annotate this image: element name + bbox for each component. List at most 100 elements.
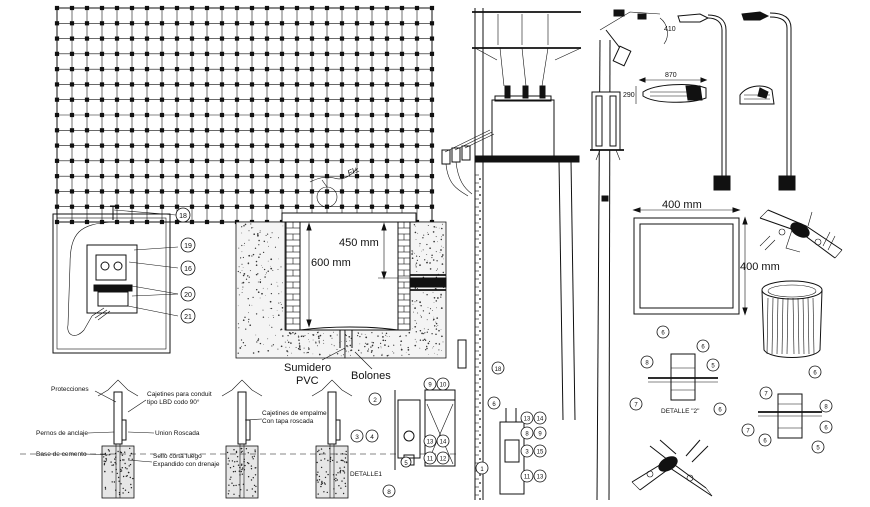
callout-18: 18 xyxy=(175,207,191,223)
label-sello-1: Sello corta fuego xyxy=(153,453,202,460)
label-union: Union Roscada xyxy=(155,430,200,437)
box-plan-400 xyxy=(632,207,748,316)
callout-b8: 8 xyxy=(382,484,396,498)
detalle2-callouts: 6 8 6 5 7 6 7 6 8 7 6 6 5 xyxy=(629,325,833,454)
dim-870: 870 xyxy=(665,72,677,79)
callout-b5-left: 5 xyxy=(400,456,412,468)
callout-b2: 2 xyxy=(368,392,382,406)
svg-text:18: 18 xyxy=(495,367,502,373)
callout-b3: 3 xyxy=(350,429,364,443)
callout-21: 21 xyxy=(180,308,196,324)
callout-b4: 4 xyxy=(365,429,379,443)
dim-400-height: 400 mm xyxy=(740,261,780,273)
detalle2-stack-right xyxy=(758,393,822,439)
svg-text:10: 10 xyxy=(440,383,447,389)
svg-text:3: 3 xyxy=(355,434,359,441)
label-base: Base de cemento xyxy=(36,451,87,458)
label-cajetines-conduit-1: Cajetines para conduit xyxy=(147,391,212,398)
label-empalme-2: Con tapa roscada xyxy=(262,418,314,425)
label-detalle2: DETALLE "2" xyxy=(661,408,700,415)
conduit-post-details xyxy=(20,379,460,499)
svg-text:6: 6 xyxy=(718,408,722,414)
svg-text:8: 8 xyxy=(525,432,529,438)
svg-text:13: 13 xyxy=(537,475,544,481)
dim-400-width: 400 mm xyxy=(662,199,702,211)
svg-text:21: 21 xyxy=(184,314,192,321)
svg-text:18: 18 xyxy=(179,213,187,220)
callout-b6-pole: 6 xyxy=(487,396,501,410)
cylinder-enclosure xyxy=(761,280,823,358)
svg-text:11: 11 xyxy=(427,457,434,463)
svg-text:12: 12 xyxy=(440,457,447,463)
svg-text:8: 8 xyxy=(824,405,828,411)
svg-text:6: 6 xyxy=(824,426,828,432)
svg-text:16: 16 xyxy=(184,266,192,273)
solar-panel-grid xyxy=(54,5,435,225)
svg-text:3: 3 xyxy=(525,450,529,456)
svg-text:14: 14 xyxy=(537,417,544,423)
label-bolones: Bolones xyxy=(351,370,391,382)
dim-600: 600 mm xyxy=(311,257,351,269)
label-protecciones: Protecciones xyxy=(51,386,89,393)
sump-section xyxy=(235,212,447,359)
callout-b1: 1 xyxy=(475,461,489,475)
svg-text:5: 5 xyxy=(816,446,820,452)
cable-connector-top xyxy=(759,209,843,259)
svg-text:19: 19 xyxy=(184,243,192,250)
transformer-pole xyxy=(441,8,582,500)
label-empalme-1: Cajetines de empalme xyxy=(262,410,327,417)
dim-450: 450 mm xyxy=(339,237,379,249)
svg-text:13: 13 xyxy=(524,417,531,423)
svg-text:7: 7 xyxy=(764,392,768,398)
label-detalle1: DETALLE1 xyxy=(350,471,382,478)
svg-text:6: 6 xyxy=(701,345,705,351)
svg-text:8: 8 xyxy=(387,489,391,496)
svg-text:8: 8 xyxy=(645,361,649,367)
svg-text:7: 7 xyxy=(634,403,638,409)
luminaire-side-view xyxy=(635,77,708,104)
dim-290: 290 xyxy=(623,92,635,99)
label-pernos: Pernos de anclaje xyxy=(36,430,88,437)
brick-wall-right xyxy=(397,221,411,331)
label-sumidero: Sumidero xyxy=(284,362,331,374)
svg-text:6: 6 xyxy=(763,439,767,445)
label-pvc: PVC xyxy=(296,375,319,387)
street-light-2 xyxy=(741,11,796,191)
svg-text:6: 6 xyxy=(492,402,496,408)
callout-column-a: 9 10 13 14 11 12 xyxy=(423,377,450,465)
callout-b18-pole: 18 xyxy=(491,361,505,375)
junction-box-detail xyxy=(52,205,179,354)
panel-cable xyxy=(309,169,357,208)
svg-text:9: 9 xyxy=(538,432,542,438)
svg-text:1: 1 xyxy=(480,467,484,473)
svg-text:9: 9 xyxy=(428,383,432,389)
pole-meter-box xyxy=(499,408,525,495)
svg-text:14: 14 xyxy=(440,440,447,446)
callout-20: 20 xyxy=(180,286,196,302)
street-light-1 xyxy=(677,13,731,191)
svg-text:11: 11 xyxy=(524,475,531,481)
svg-text:13: 13 xyxy=(427,440,434,446)
svg-text:7: 7 xyxy=(746,429,750,435)
fuse-pole xyxy=(590,9,668,501)
svg-text:4: 4 xyxy=(370,434,374,441)
svg-text:20: 20 xyxy=(184,292,192,299)
label-sello-2: Expandido con drenaje xyxy=(153,461,220,468)
svg-text:5: 5 xyxy=(711,364,715,370)
callout-19: 19 xyxy=(180,237,196,253)
svg-text:15: 15 xyxy=(537,450,544,456)
luminaire-end-view xyxy=(739,85,775,105)
label-cajetines-conduit-2: tipo LBD codo 90° xyxy=(147,398,200,406)
svg-text:5: 5 xyxy=(404,461,408,467)
cable-connector-bottom xyxy=(631,439,713,497)
callout-column-b: 13 14 8 9 3 15 11 13 xyxy=(520,411,547,483)
svg-text:2: 2 xyxy=(373,397,377,404)
dim-410: 410 xyxy=(664,26,676,33)
callout-16: 16 xyxy=(180,260,196,276)
svg-text:6: 6 xyxy=(813,371,817,377)
detalle2-stack-left xyxy=(648,353,718,401)
pole-ticks xyxy=(475,174,481,500)
brick-wall-left xyxy=(285,221,301,331)
svg-text:6: 6 xyxy=(661,331,665,337)
